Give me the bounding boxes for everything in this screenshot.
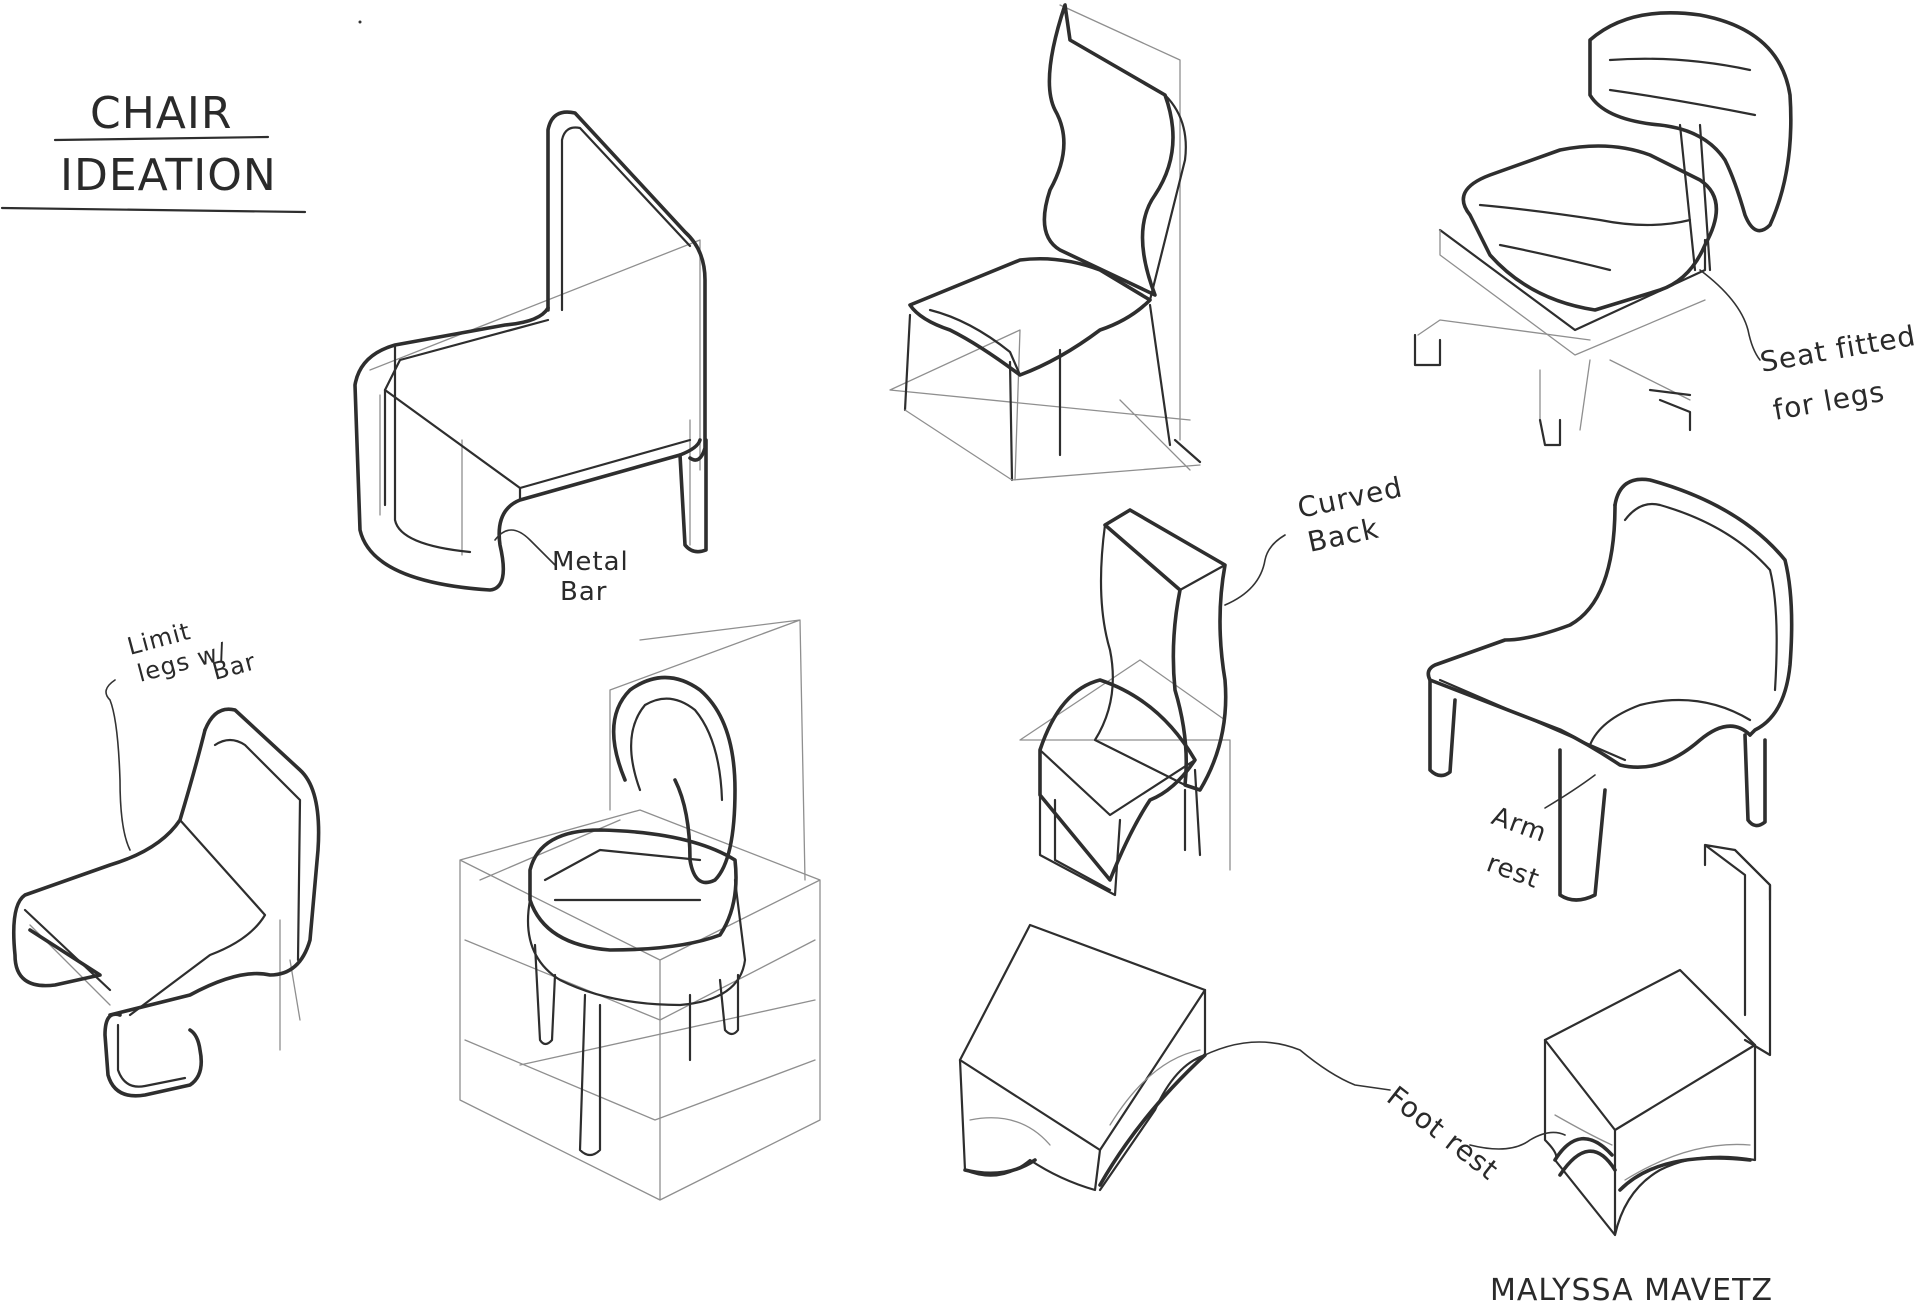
title-underline-1 [53,135,270,142]
sketch-chair-arm-rest: Arm rest [1426,477,1794,902]
sketch-chair-cantilever: Limit legs w/ Bar [11,617,321,1098]
label-arm-rest-2: rest [1483,848,1544,895]
label-seat-fitted-2: for legs [1770,375,1887,427]
stray-mark [358,20,362,24]
label-metal-bar-1: Metal [552,547,629,577]
label-metal-bar-2: Bar [560,577,607,607]
sketch-chair-office: Seat fitted for legs [1413,11,1918,447]
label-foot-rest: Foot rest [1381,1080,1505,1187]
title-line-1: CHAIR [90,88,232,139]
sketch-chair-foot-rest: Foot rest [1194,843,1772,1237]
title-block: CHAIR IDEATION [0,88,307,214]
label-seat-fitted-1: Seat fitted [1757,319,1918,379]
title-underline-2 [0,206,307,214]
artist-signature: MALYSSA MAVETZ [1490,1273,1773,1307]
sketch-foot-rest [958,923,1207,1192]
title-line-2: IDEATION [60,150,277,201]
sketch-chair-round-back [459,619,821,1201]
label-arm-rest-1: Arm [1488,801,1551,848]
sketch-chair-wavy-back [889,3,1202,482]
sketch-chair-curved-back: Curved Back [1019,470,1406,897]
sketch-chair-metal-bar: Metal Bar [353,110,708,607]
